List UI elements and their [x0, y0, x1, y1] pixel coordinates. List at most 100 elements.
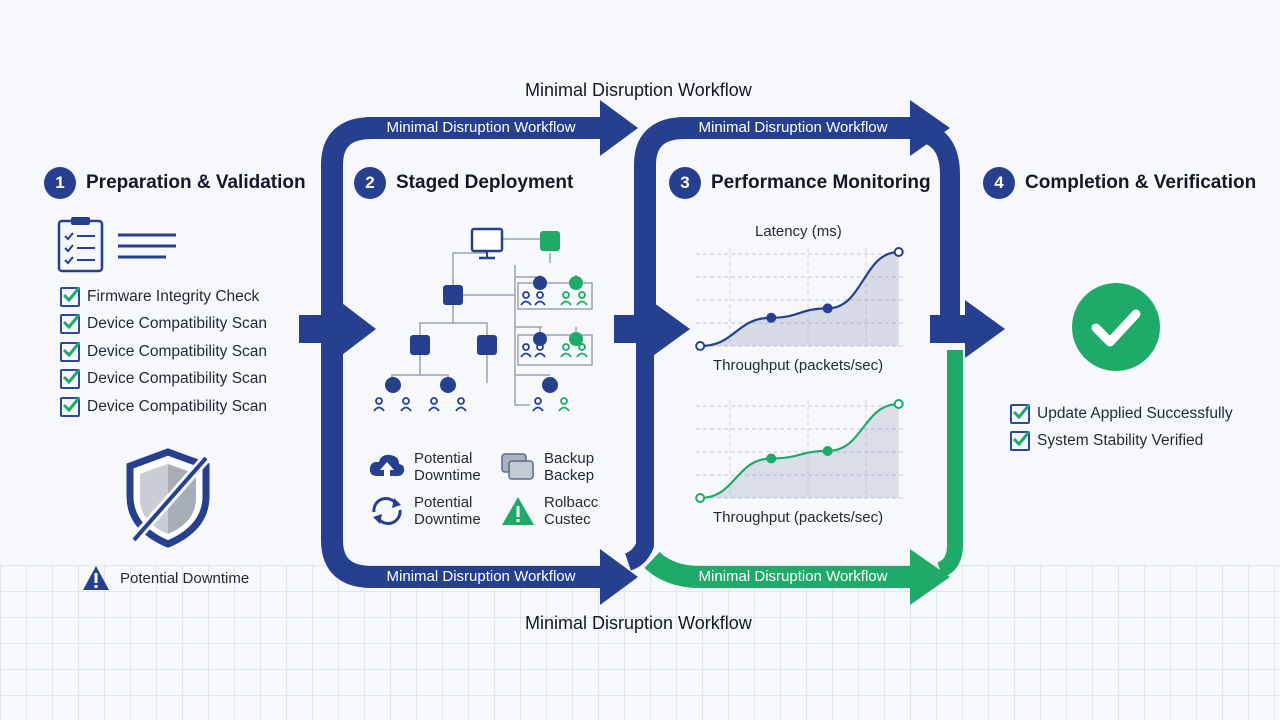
- step-2-title: Staged Deployment: [396, 172, 574, 193]
- latency-chart-point: [893, 247, 904, 257]
- node-icon: [477, 335, 497, 355]
- throughput-chart-point: [766, 453, 777, 464]
- legend-backup-line1: Backup: [544, 450, 595, 467]
- arrow-1-to-2: [299, 300, 376, 358]
- arrow-label-bottom-left: Minimal Disruption Workflow: [386, 568, 576, 585]
- node-icon: [410, 335, 430, 355]
- clipboard-checklist-icon: [57, 217, 176, 273]
- arrow-label-bottom-right: Minimal Disruption Workflow: [698, 568, 888, 585]
- stage3-bottom-arrowhead: [910, 549, 950, 605]
- stage2-loop-bottom: [321, 330, 600, 588]
- workflow-title-bottom: Minimal Disruption Workflow: [525, 613, 752, 633]
- stage3-loop-right: [921, 123, 960, 320]
- legend-rollback-line1: Rolbacc: [544, 494, 599, 511]
- stage3-loop-right-lower: [936, 350, 963, 578]
- prep-check-label: Device Compatibility Scan: [87, 342, 268, 360]
- prep-checklist: Firmware Integrity Check Device Compatib…: [60, 283, 267, 421]
- legend-cloud-line1: Potential: [414, 450, 473, 467]
- latency-chart-point: [822, 303, 833, 314]
- step-1-title: Preparation & Validation: [86, 172, 306, 193]
- prep-check-item: Firmware Integrity Check: [60, 283, 267, 311]
- step-4-number: 4: [983, 167, 1015, 199]
- prep-warning-label: Potential Downtime: [120, 569, 250, 587]
- node-icon: [443, 285, 463, 305]
- completion-check-item: System Stability Verified: [1010, 428, 1233, 456]
- checkbox-checked-icon: [1010, 431, 1031, 452]
- prep-check-label: Device Compatibility Scan: [87, 397, 268, 415]
- completion-check-label: Update Applied Successfully: [1037, 404, 1233, 422]
- legend-sync-line1: Potential: [414, 494, 473, 511]
- cloud-upload-icon: [369, 454, 405, 480]
- completion-check-item: Update Applied Successfully: [1010, 400, 1233, 428]
- stage2-top-arrowhead: [600, 100, 638, 156]
- completion-check-label: System Stability Verified: [1037, 432, 1204, 450]
- step-1-number: 1: [44, 167, 76, 199]
- chart1-title: Latency (ms): [755, 223, 842, 240]
- legend-item-backup: Backup Backep: [500, 450, 594, 484]
- prep-check-item: Device Compatibility Scan: [60, 311, 267, 339]
- stage3-loop-left-lower: [624, 330, 654, 571]
- sync-icon: [372, 497, 402, 525]
- legend-cloud-line2: Downtime: [414, 467, 481, 484]
- checkbox-checked-icon: [60, 369, 81, 390]
- latency-chart-point: [695, 341, 706, 351]
- checkbox-checked-icon: [1010, 403, 1031, 424]
- grid-background: [0, 565, 1280, 720]
- stage2-loop: [321, 117, 600, 320]
- monitor-icon: [470, 227, 504, 253]
- legend-backup-line2: Backep: [544, 467, 595, 484]
- legend-item-cloud: Potential Downtime: [368, 450, 481, 484]
- throughput-chart-area: [700, 404, 899, 498]
- success-check-icon: [1072, 283, 1160, 371]
- prep-check-label: Device Compatibility Scan: [87, 315, 268, 333]
- throughput-chart-point: [893, 399, 904, 409]
- green-node-icon: [540, 231, 560, 251]
- completion-checklist: Update Applied Successfully System Stabi…: [1010, 400, 1233, 455]
- checkbox-checked-icon: [60, 341, 81, 362]
- arrow-2-to-3: [614, 300, 690, 358]
- arrow-3-to-4: [930, 300, 1005, 358]
- latency-chart: [695, 247, 905, 351]
- step-3-heading: 3 Performance Monitoring: [669, 167, 931, 199]
- chart1-xlabel: Throughput (packets/sec): [713, 357, 884, 374]
- stage3-loop-bottom: [644, 551, 910, 588]
- stage3-loop-top: [634, 117, 910, 330]
- throughput-chart: [695, 399, 905, 503]
- backup-icon: [501, 453, 534, 480]
- deployment-tree: [373, 227, 593, 412]
- arrow-label-top-left: Minimal Disruption Workflow: [386, 119, 576, 136]
- step-4-heading: 4 Completion & Verification: [983, 167, 1256, 199]
- shield-disabled-icon: [126, 448, 212, 548]
- legend-rollback-line2: Custec: [544, 511, 591, 528]
- checkbox-checked-icon: [60, 314, 81, 335]
- step-2-number: 2: [354, 167, 386, 199]
- step-4-title: Completion & Verification: [1025, 172, 1257, 193]
- step-3-title: Performance Monitoring: [711, 172, 931, 193]
- latency-chart-series-line: [700, 250, 899, 348]
- throughput-chart-point: [695, 493, 706, 503]
- prep-check-label: Device Compatibility Scan: [87, 370, 268, 388]
- prep-check-item: Device Compatibility Scan: [60, 338, 267, 366]
- throughput-chart-series-line: [700, 402, 899, 500]
- step-2-heading: 2 Staged Deployment: [354, 167, 573, 199]
- checkbox-checked-icon: [60, 286, 81, 307]
- warning-icon: [502, 497, 534, 525]
- stage2-bottom-arrowhead: [600, 549, 638, 605]
- step-1-heading: 1 Preparation & Validation: [44, 167, 306, 199]
- workflow-title-top: Minimal Disruption Workflow: [525, 80, 752, 100]
- throughput-chart-point: [822, 446, 833, 456]
- prep-check-label: Firmware Integrity Check: [87, 287, 260, 305]
- checkbox-checked-icon: [60, 396, 81, 417]
- prep-check-item: Device Compatibility Scan: [60, 366, 267, 394]
- warning-icon: [83, 566, 109, 590]
- chart2-xlabel: Throughput (packets/sec): [713, 509, 884, 526]
- prep-warning: Potential Downtime: [82, 565, 249, 591]
- arrow-label-top-right: Minimal Disruption Workflow: [698, 119, 888, 136]
- latency-chart-point: [766, 312, 777, 323]
- legend-item-sync: Potential Downtime: [368, 494, 481, 528]
- prep-check-item: Device Compatibility Scan: [60, 393, 267, 421]
- legend-item-rollback: Rolbacc Custec: [500, 494, 598, 528]
- legend-sync-line2: Downtime: [414, 511, 481, 528]
- step-3-number: 3: [669, 167, 701, 199]
